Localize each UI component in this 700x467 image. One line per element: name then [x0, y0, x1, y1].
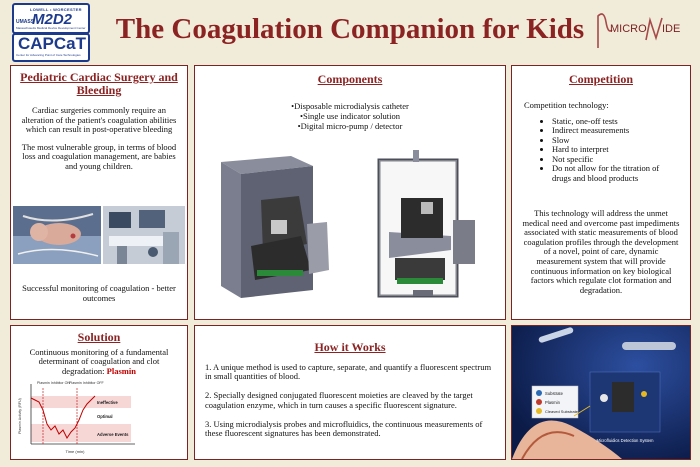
m2d2-subtitle: Massachusetts Medical Device Development…	[16, 26, 86, 30]
competition-item: Hard to interpret	[552, 144, 680, 155]
svg-text:IDE: IDE	[662, 23, 680, 35]
competition-item: Indirect measurements	[552, 125, 680, 136]
competition-intro: Competition technology:	[524, 100, 609, 110]
competition-summary: This technology will address the unmet m…	[522, 208, 680, 295]
tissue-area	[512, 420, 622, 459]
capcat-subtitle: Center for Advancing Point of Care Techn…	[16, 53, 81, 57]
components-list: •Disposable microdialysis catheter •Sing…	[195, 101, 505, 131]
svg-text:Time (min): Time (min)	[66, 449, 86, 454]
umass-m2d2-logo: LOWELL • WORCESTER M2D2 UMASS Massachuse…	[12, 3, 90, 34]
svg-text:Adverse Events: Adverse Events	[97, 432, 129, 437]
svg-text:Plasmin Inhibitor ON: Plasmin Inhibitor ON	[37, 381, 70, 385]
partner-logos: LOWELL • WORCESTER M2D2 UMASS Massachuse…	[10, 3, 90, 62]
components-item: •Single use indicator solution	[299, 111, 400, 121]
competition-list: Static, one-off tests Indirect measureme…	[542, 116, 680, 184]
components-title: Components	[317, 72, 383, 86]
competition-item: Static, one-off tests	[552, 116, 680, 127]
header: LOWELL • WORCESTER M2D2 UMASS Massachuse…	[0, 0, 700, 62]
umass-campus-text: LOWELL • WORCESTER	[30, 7, 82, 12]
surgery-text-3: Successful monitoring of coagulation - b…	[22, 283, 176, 303]
micromide-logo: MICRO IDE	[597, 13, 680, 48]
svg-text:Cleaved Substrate: Cleaved Substrate	[545, 409, 579, 414]
solution-panel: Solution Continuous monitoring of a fund…	[10, 325, 188, 460]
surgery-panel: Pediatric Cardiac Surgery and Bleeding C…	[10, 65, 188, 320]
how-title: How it Works	[314, 340, 386, 354]
surgery-title: Pediatric Cardiac Surgery and Bleeding	[20, 70, 178, 97]
device-rendering-isometric	[221, 156, 329, 298]
surgery-text-1: Cardiac surgeries commonly require an al…	[21, 105, 177, 134]
m2d2-text: M2D2	[32, 11, 73, 28]
how-steps: 1. A unique method is used to capture, s…	[205, 362, 493, 439]
components-panel: Components •Disposable microdialysis cat…	[194, 65, 506, 320]
detector-cylinder	[622, 342, 676, 350]
device-rendering-front	[377, 150, 475, 298]
svg-text:Ineffective: Ineffective	[97, 400, 118, 405]
components-item: •Disposable microdialysis catheter	[291, 101, 409, 111]
solution-description: Continuous monitoring of a fundamental d…	[29, 347, 169, 376]
band-ineffective	[31, 396, 131, 408]
capcat-text: CAPCaT	[18, 34, 87, 53]
surgery-text-2: The most vulnerable group, in terms of b…	[21, 141, 177, 171]
svg-text:Optimal: Optimal	[97, 414, 113, 419]
operating-room-photo	[103, 206, 185, 264]
plasmin-activity-line	[30, 395, 96, 439]
device-renderings	[221, 150, 475, 298]
capcat-logo: CAPCaT Center for Advancing Point of Car…	[12, 33, 90, 62]
svg-text:Substrate: Substrate	[545, 391, 564, 396]
baby-patient-photo	[13, 206, 101, 264]
competition-title: Competition	[569, 72, 633, 86]
solution-text: Continuous monitoring of a fundamental d…	[17, 347, 181, 376]
svg-text:MICRO: MICRO	[610, 23, 647, 35]
svg-text:Microfluidics Detection System: Microfluidics Detection System	[596, 438, 654, 443]
competition-panel: Competition Competition technology: Stat…	[511, 65, 691, 320]
plasmin-activity-chart: Plasmin Inhibitor ON Plasmin Inhibitor O…	[18, 381, 135, 454]
solution-title: Solution	[77, 330, 121, 344]
how-step: 2. Specially designed conjugated fluores…	[205, 390, 473, 410]
competition-item: Not specific	[552, 154, 680, 165]
plasmin-highlight: Plasmin	[106, 365, 136, 376]
microfluidics-illustration: Substrate Plasmin Cleaved Substrate Micr…	[512, 326, 690, 459]
surgery-photos	[13, 206, 185, 264]
catheter-probe	[538, 327, 574, 343]
svg-text:Plasmin Inhibitor OFF: Plasmin Inhibitor OFF	[69, 381, 105, 385]
svg-text:Plasmin Activity (RFU): Plasmin Activity (RFU)	[18, 398, 22, 434]
how-it-works-panel: How it Works 1. A unique method is used …	[194, 325, 506, 460]
umass-text: UMASS	[16, 19, 35, 25]
poster-title: The Coagulation Companion for Kids	[115, 13, 585, 45]
components-item: •Digital micro-pump / detector	[297, 121, 403, 131]
how-step: 1. A unique method is used to capture, s…	[205, 362, 492, 382]
illustration-panel: Substrate Plasmin Cleaved Substrate Micr…	[511, 325, 691, 460]
svg-text:Plasmin: Plasmin	[545, 400, 561, 405]
competition-item: Slow	[552, 135, 680, 146]
how-step: 3. Using microdialysis probes and microf…	[205, 418, 483, 439]
competition-item: Do not allow for the titration of drugs …	[552, 163, 680, 183]
